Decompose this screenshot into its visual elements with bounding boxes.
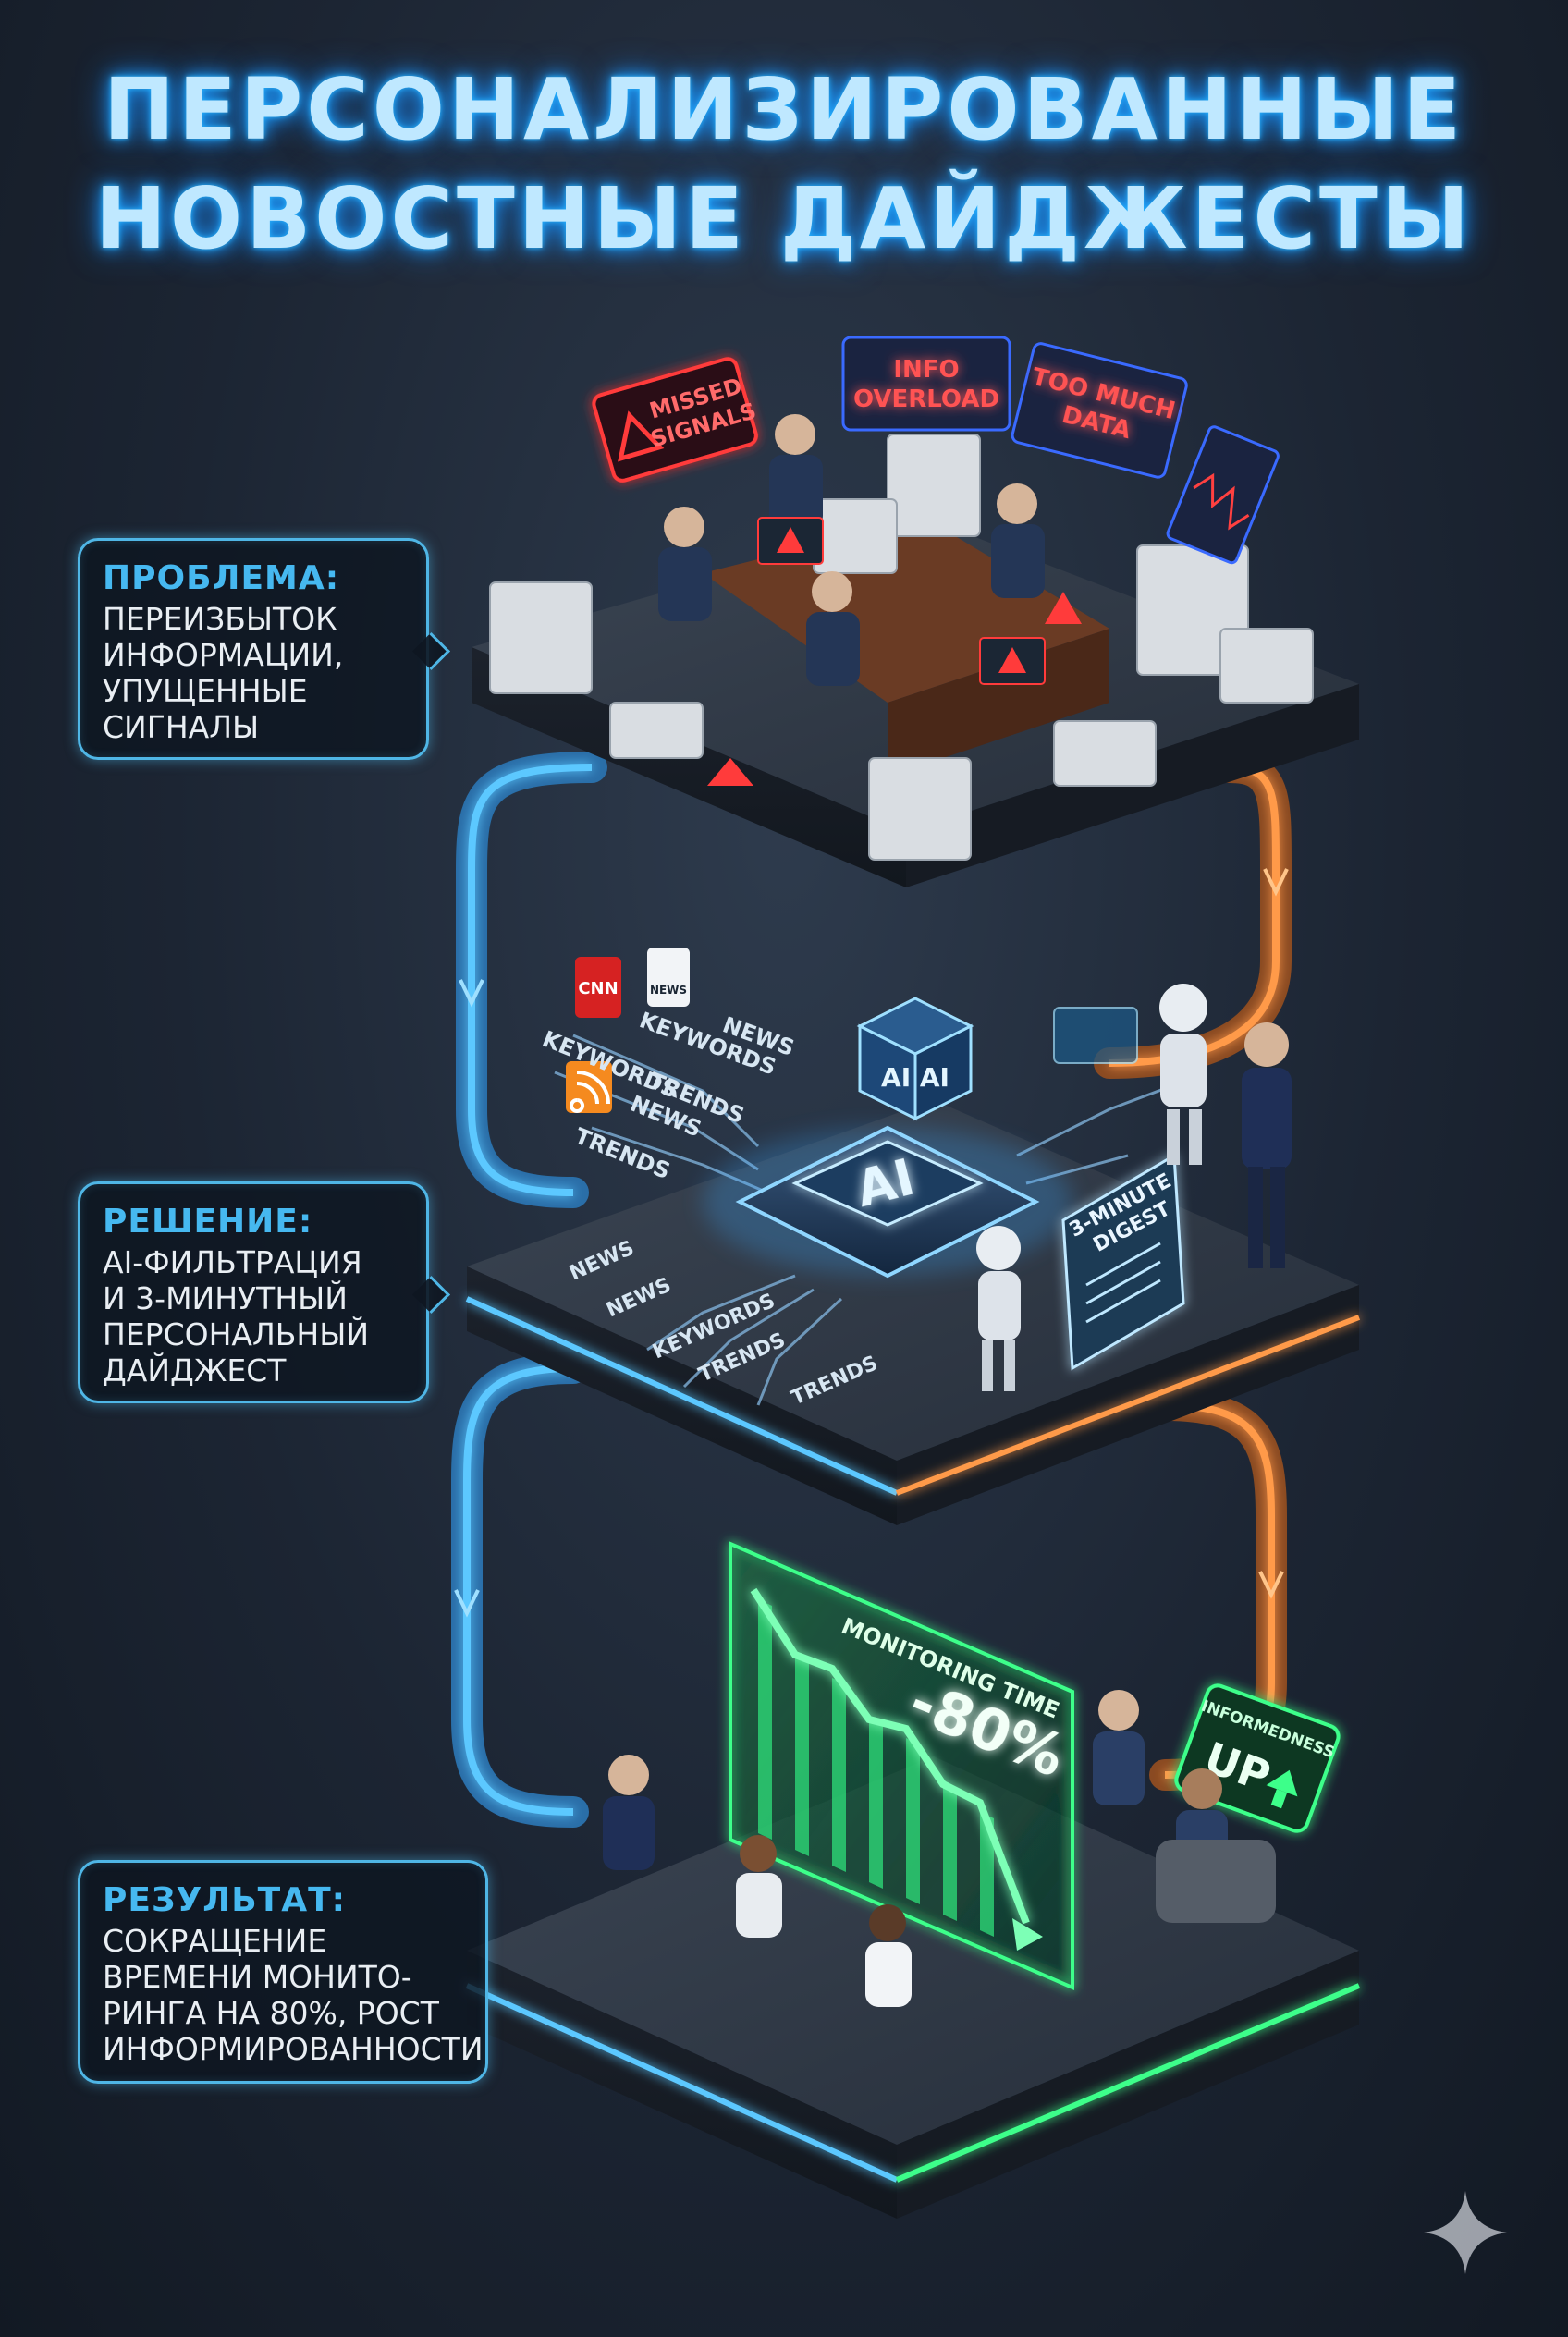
flow-arrow-down [1258,1571,1284,1599]
monitoring-time-chart: MONITORING TIME -80% [729,1540,1074,1991]
flow-arrow-down [1263,868,1289,897]
paper-stacks [489,434,1314,861]
relaxed-people [603,1690,1276,2007]
flow-arrow-down [454,1589,480,1618]
result-label: РЕЗУЛЬТАТ: [103,1881,347,1919]
solution-label: РЕШЕНИЕ: [103,1203,313,1241]
solution-callout: РЕШЕНИЕ: AI-ФИЛЬТРАЦИЯ И 3-МИНУТНЫЙ ПЕРС… [78,1181,429,1403]
problem-text: ПЕРЕИЗБЫТОК ИНФОРМАЦИИ, УПУЩЕННЫЕ СИГНАЛ… [103,601,344,745]
robot-assistants [976,984,1207,1391]
ai-cube: AI AI [856,997,974,1121]
sparkle-icon [1424,2191,1507,2274]
page-title: ПЕРСОНАЛИЗИРОВАННЫЕ НОВОСТНЫЕ ДАЙДЖЕСТЫ [0,55,1568,274]
warning-icon [1045,592,1082,624]
businessman-with-tablet [1242,1022,1292,1268]
arrow-down-icon [1012,1918,1043,1951]
warning-icon [707,758,753,786]
ai-chip-label: AI [851,1148,920,1218]
news-logo-icon [647,948,690,1007]
trend-down-line [750,1587,1030,1925]
arrow-up-icon [1266,1769,1298,1797]
digest-document: 3-MINUTEDIGEST [1061,1153,1185,1371]
title-line-2: НОВОСТНЫЕ ДАЙДЖЕСТЫ [94,169,1474,268]
result-text: СОКРАЩЕНИЕ ВРЕМЕНИ МОНИТО- РИНГА НА 80%,… [103,1923,484,2067]
news-source-logos: CNN NEWS [566,948,690,1113]
stream-word: TRENDS [571,1123,674,1185]
news-logo-label: NEWS [650,984,687,997]
flow-arrow-down [459,979,484,1008]
result-callout: РЕЗУЛЬТАТ: СОКРАЩЕНИЕ ВРЕМЕНИ МОНИТО- РИ… [78,1860,488,2084]
warning-laptops [707,517,1082,786]
problem-callout: ПРОБЛЕМА: ПЕРЕИЗБЫТОК ИНФОРМАЦИИ, УПУЩЕН… [78,538,429,760]
cnn-logo-icon [575,957,621,1018]
solution-platform: AI AI AI CNN NEWS NEWS KEYWORDS KEYWORDS… [465,948,1361,1525]
cnn-logo-label: CNN [578,979,618,998]
solution-text: AI-ФИЛЬТРАЦИЯ И 3-МИНУТНЫЙ ПЕРСОНАЛЬНЫЙ … [103,1244,370,1389]
ai-cube-label: AI AI [881,1062,949,1093]
problem-label: ПРОБЛЕМА: [103,559,340,597]
title-line-1: ПЕРСОНАЛИЗИРОВАННЫЕ [103,60,1465,159]
result-platform: MONITORING TIME -80% INFORMEDNESS UP [465,1540,1361,2219]
stressed-people [658,414,1045,686]
